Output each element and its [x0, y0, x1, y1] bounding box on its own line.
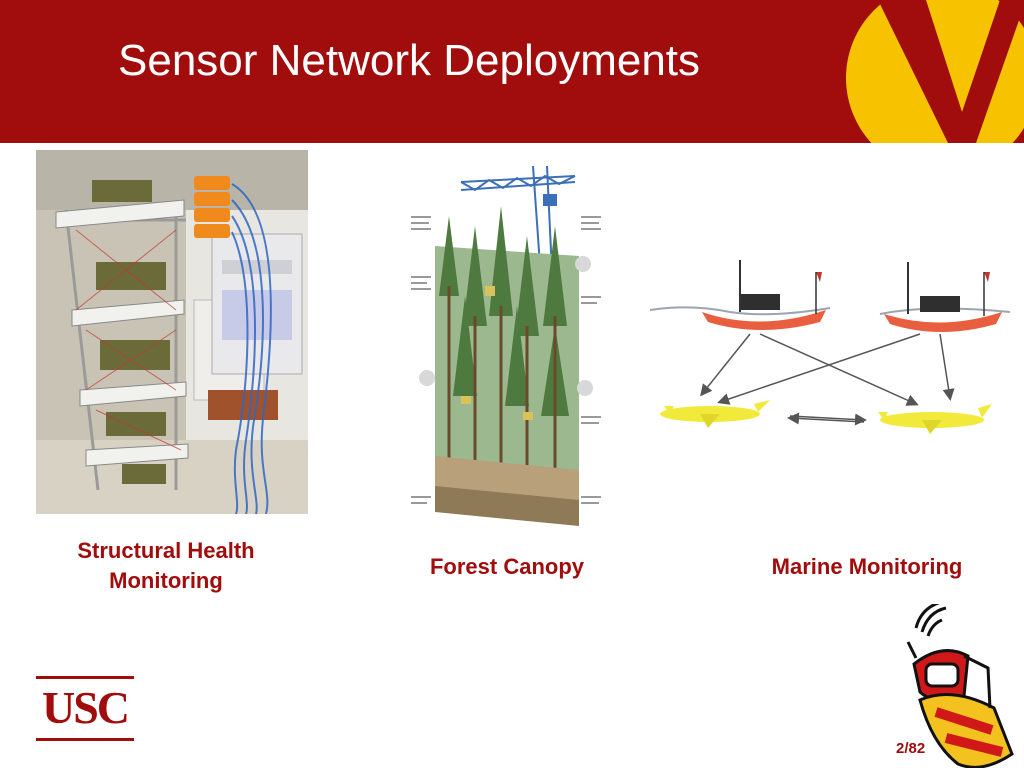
forest-canopy-illustration: [405, 156, 605, 528]
usc-logo-text: USC: [41, 682, 130, 733]
caption-structural-line1: Structural Health: [77, 538, 255, 563]
usc-logo-top-rule: [36, 676, 134, 679]
boat-right: [884, 262, 1002, 332]
structural-health-photo: [36, 150, 308, 514]
glider-left: [660, 400, 770, 428]
glider-right: [878, 404, 992, 434]
caption-marine-monitoring: Marine Monitoring: [771, 554, 963, 579]
usc-logo-bottom-rule: [36, 738, 134, 741]
slide-title: Sensor Network Deployments: [118, 36, 701, 85]
slide-header: Sensor Network Deployments: [0, 0, 1024, 143]
usc-logo: USC: [36, 676, 134, 742]
marine-monitoring-diagram: [650, 242, 1010, 447]
caption-forest-canopy: Forest Canopy: [429, 554, 585, 579]
v-logo-icon: [846, 0, 1024, 143]
page-number: 2/82: [896, 740, 926, 757]
caption-structural-line2: Monitoring: [109, 568, 223, 593]
boat-left: [702, 260, 826, 330]
robot-mascot-icon: [906, 604, 1014, 768]
caption-structural-health: Structural Health Monitoring: [40, 536, 292, 596]
